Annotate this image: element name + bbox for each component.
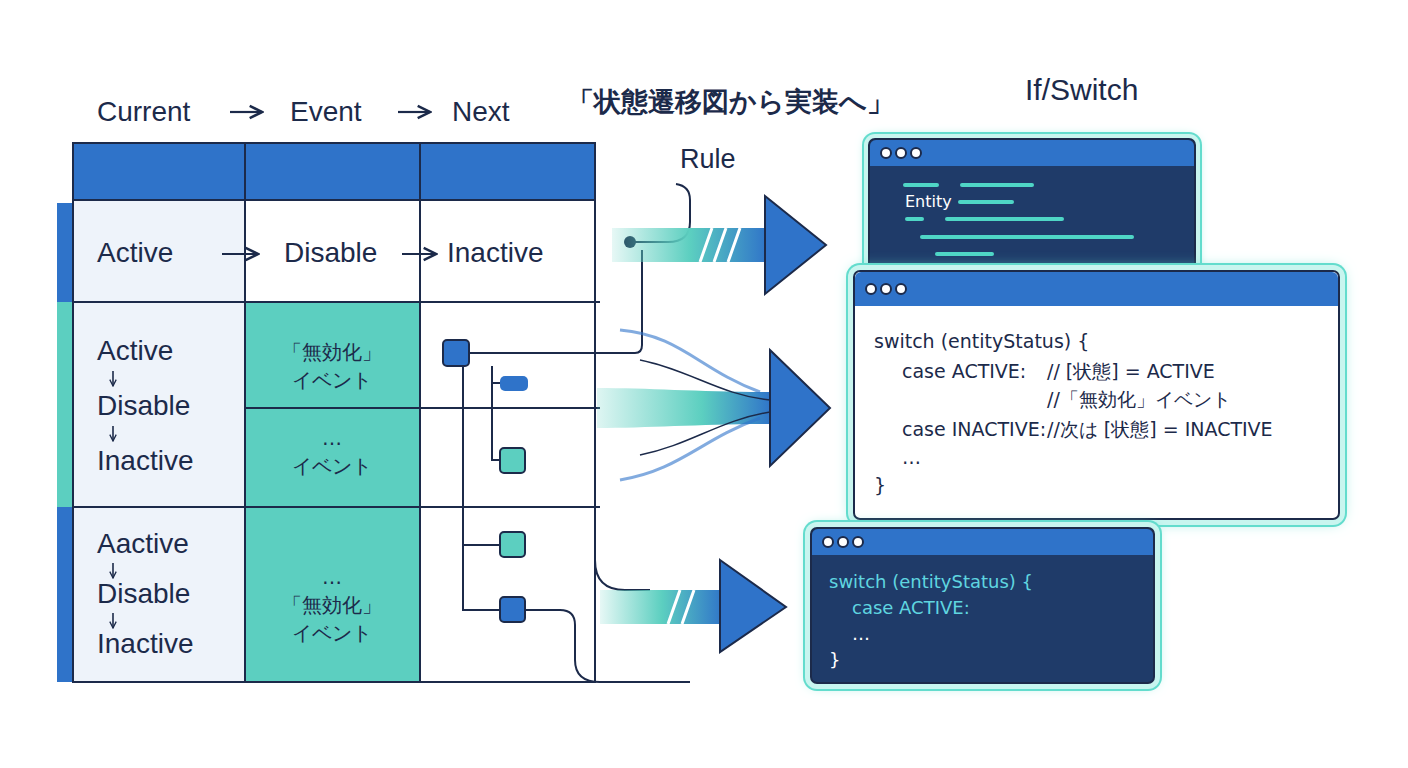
code-line: //「無効化」イベント <box>1047 388 1231 411</box>
state-square <box>443 340 469 366</box>
code-bar <box>960 200 1012 204</box>
code-bar <box>962 183 1032 187</box>
state-square <box>500 376 528 391</box>
window-button <box>838 537 848 547</box>
window-button <box>881 284 891 294</box>
table-grid <box>73 143 600 682</box>
window-buttons <box>855 272 935 306</box>
code-bar <box>905 183 937 187</box>
window-button <box>881 148 891 158</box>
code-window: switch (entityStatus) { case ACTIVE: …} <box>810 527 1155 684</box>
code-line: // [状態] = ACTIVE <box>1047 360 1215 383</box>
code-line: //次は [状態] = INACTIVE <box>1047 418 1273 441</box>
code-line: case ACTIVE: <box>852 597 970 619</box>
code-line: case ACTIVE: <box>902 360 1026 383</box>
rule-label: Rule <box>680 143 736 175</box>
transform-arrow <box>600 560 786 652</box>
state-cell: Inactive <box>447 236 544 270</box>
state-square <box>500 448 525 473</box>
window-buttons <box>812 529 892 555</box>
state-cell: Disable <box>97 389 190 423</box>
code-line: case INACTIVE: <box>902 418 1046 441</box>
code-window: Entity <box>868 138 1196 290</box>
window-titlebar <box>855 272 1338 306</box>
window-titlebar <box>812 529 1153 555</box>
code-bar <box>922 235 1132 239</box>
state-cell: Active <box>97 334 173 368</box>
code-bar <box>937 252 992 256</box>
code-line: } <box>829 649 840 671</box>
window-buttons <box>870 140 950 166</box>
column-header: Next <box>452 95 510 129</box>
code-bar <box>947 217 1062 221</box>
row-strip <box>57 203 73 302</box>
window-titlebar <box>870 140 1194 166</box>
code-line: Entity <box>905 192 952 211</box>
flow-arrow <box>402 253 436 255</box>
state-cell: Active <box>97 236 173 270</box>
event-cell: … 「無効化」 イベント <box>276 563 388 647</box>
code-line: … <box>852 623 870 645</box>
state-cell: Aactive <box>97 527 189 561</box>
flow-arrow <box>230 111 262 113</box>
event-cell: … イベント <box>287 424 377 480</box>
transform-arrow <box>612 196 826 294</box>
code-line: switch (entityStatus) { <box>874 330 1089 353</box>
code-bar <box>907 217 922 221</box>
window-button <box>866 284 876 294</box>
state-cell: Disable <box>97 577 190 611</box>
code-line: } <box>874 474 886 497</box>
transform-arrow <box>597 330 830 480</box>
row-strip <box>57 507 73 682</box>
code-window: switch (entityStatus) { case ACTIVE: // [状… <box>853 270 1340 520</box>
diagram-title: 「状態遷移図から実装へ」 <box>530 86 930 118</box>
table-cell <box>73 200 245 682</box>
code-line: switch (entityStatus) { <box>829 571 1033 593</box>
flow-arrow <box>398 111 430 113</box>
state-cell: Inactive <box>97 627 194 661</box>
column-header: Event <box>290 95 362 129</box>
table-cell <box>245 302 420 682</box>
window-button <box>911 148 921 158</box>
window-button <box>853 537 863 547</box>
flow-arrow <box>222 253 258 255</box>
window-button <box>896 148 906 158</box>
section-label: If/Switch <box>1025 72 1138 108</box>
event-cell: 「無効化」 イベント <box>276 338 388 394</box>
table-header <box>73 143 595 200</box>
event-cell: Disable <box>284 236 377 270</box>
state-cell: Inactive <box>97 444 194 478</box>
column-header: Current <box>97 95 190 129</box>
state-square <box>500 532 525 557</box>
state-square <box>500 597 525 622</box>
table-cell <box>420 302 595 682</box>
window-button <box>896 284 906 294</box>
code-line: … <box>902 446 921 469</box>
row-strip <box>57 302 73 507</box>
window-button <box>823 537 833 547</box>
